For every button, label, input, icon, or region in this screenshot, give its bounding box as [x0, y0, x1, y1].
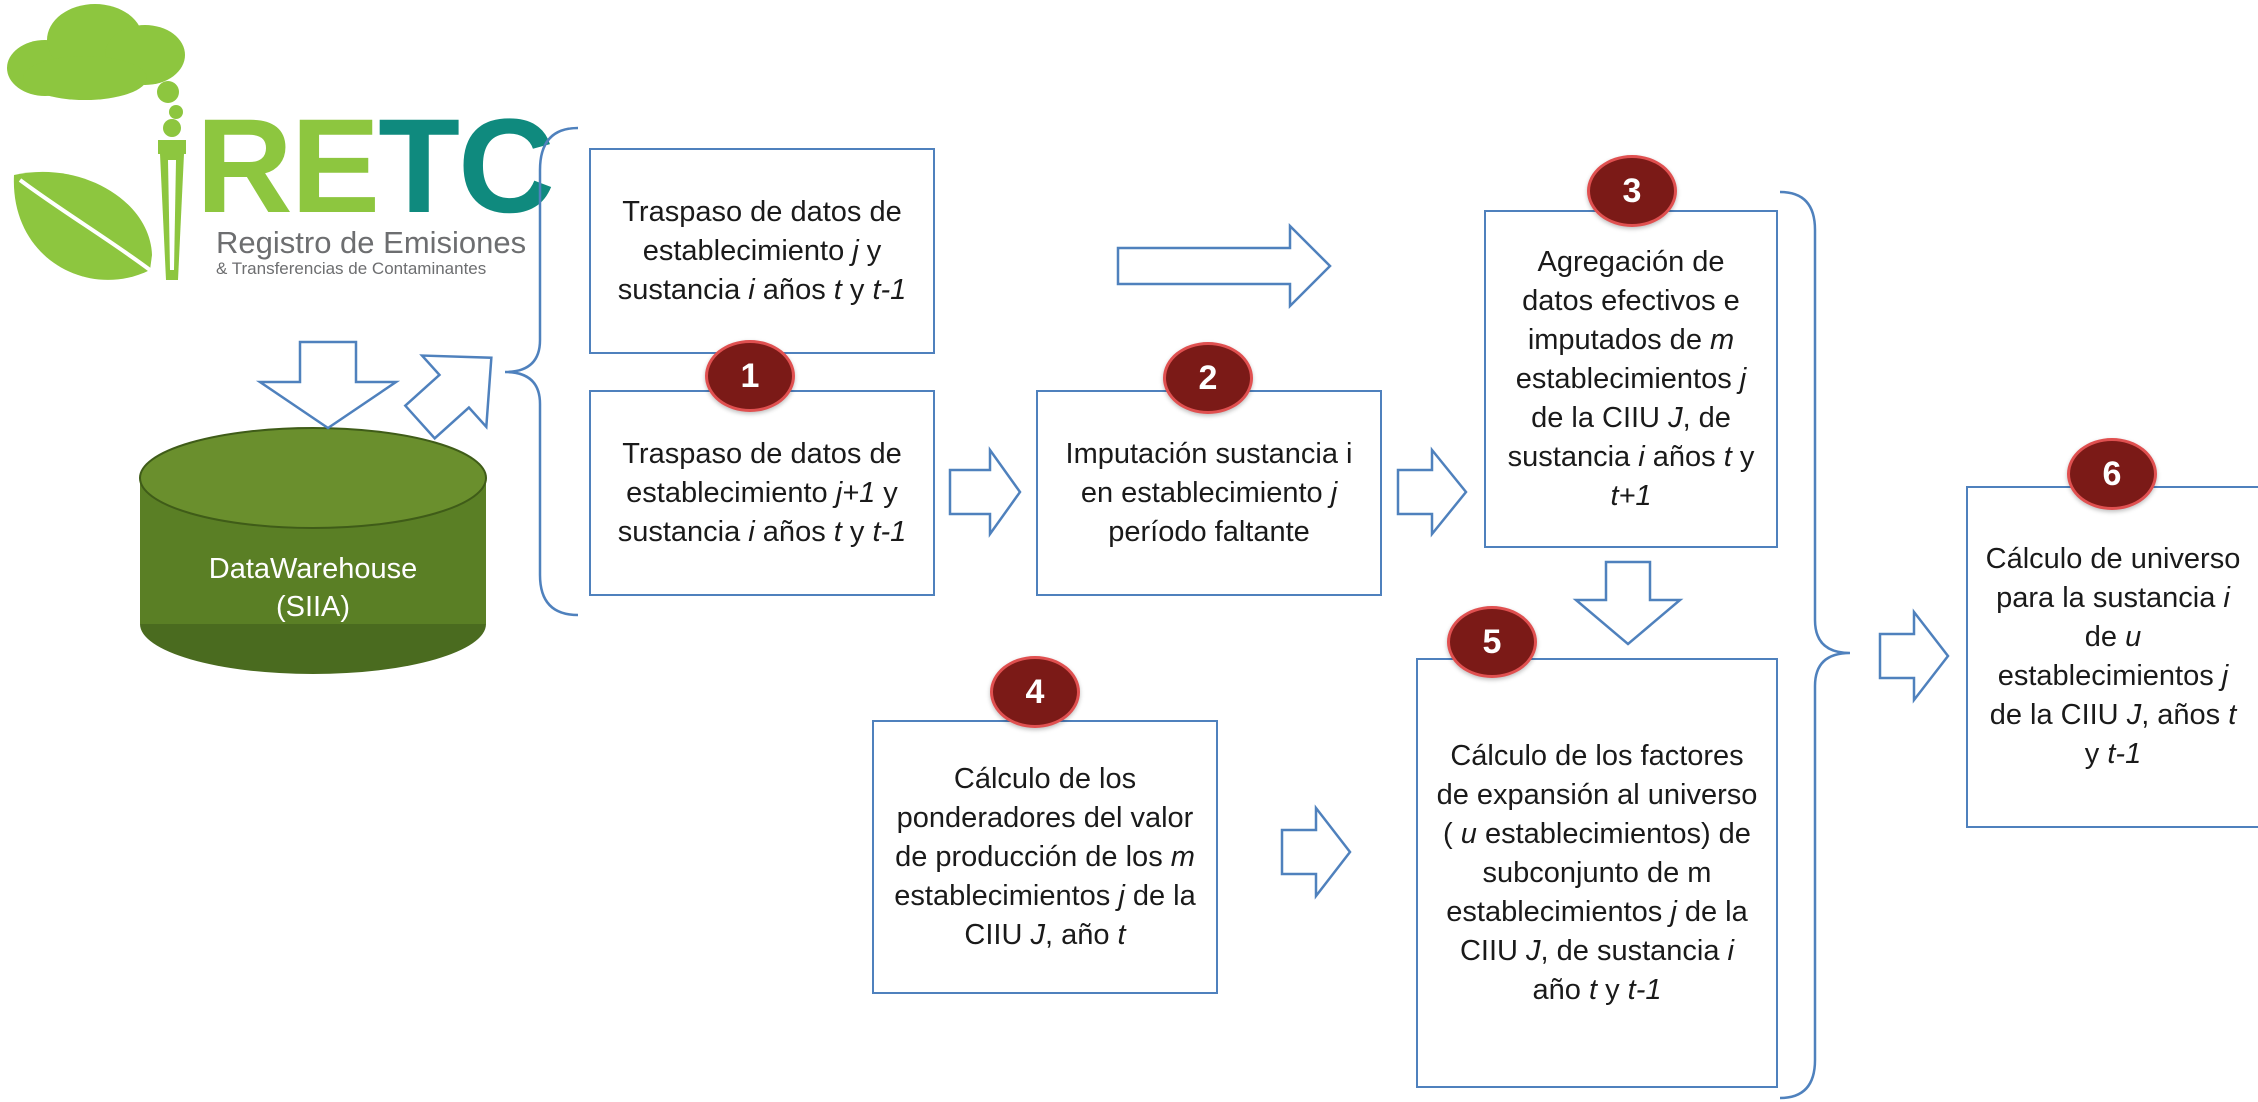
cloud-icon [7, 4, 186, 280]
arrow-down-3-5 [1572, 560, 1684, 646]
logo-letters-tc: TC [378, 92, 555, 241]
step-box-aggregation: Agregación de datos efectivos e imputado… [1484, 210, 1778, 548]
step-box-universe: Cálculo de universo para la sustancia i … [1966, 486, 2258, 828]
step-text-expansion: Cálculo de los factores de expansión al … [1436, 739, 1758, 1006]
step-badge-2: 2 [1163, 342, 1253, 414]
step-text-universe: Cálculo de universo para la sustancia i … [1985, 543, 2241, 770]
arrow-right-4-5 [1280, 804, 1352, 900]
logo-letter-r: R [196, 92, 293, 241]
arrow-right-brace-6 [1878, 608, 1950, 704]
step-badge-5: 5 [1447, 606, 1537, 678]
arrow-diagonal-db-brace [403, 354, 493, 441]
step-badge-3: 3 [1587, 155, 1677, 227]
step-text-imputation: Imputación sustancia i en establecimient… [1065, 437, 1353, 548]
step-text-weights: Cálculo de los ponderadores del valor de… [894, 762, 1196, 951]
step-box-weights: Cálculo de los ponderadores del valor de… [872, 720, 1218, 994]
step-box-transfer-j1: Traspaso de datos de establecimiento j+1… [589, 390, 935, 596]
database-label-line1: DataWarehouse [208, 553, 418, 585]
step-text-aggregation: Agregación de datos efectivos e imputado… [1507, 245, 1755, 512]
brace-left [504, 126, 579, 617]
logo-letter-e: E [290, 92, 380, 241]
step-box-expansion: Cálculo de los factores de expansión al … [1416, 658, 1778, 1088]
step-box-transfer-j: Traspaso de datos de establecimiento j y… [589, 148, 935, 354]
arrow-right-top [1116, 222, 1332, 310]
brace-right [1779, 190, 1851, 1100]
logo-subtitle-line2: & Transferencias de Contaminantes [216, 259, 487, 278]
logo-subtitle-line1: Registro de Emisiones [216, 225, 527, 260]
arrow-down-logo-db [255, 340, 401, 430]
database-label-line2: (SIIA) [275, 591, 351, 623]
arrow-right-1-2 [948, 446, 1022, 538]
step-badge-1: 1 [705, 340, 795, 412]
step-box-imputation: Imputación sustancia i en establecimient… [1036, 390, 1382, 596]
database-icon [139, 427, 487, 674]
arrow-right-2-3 [1396, 446, 1468, 538]
logo-wordmark: RETC [196, 100, 555, 234]
step-badge-4: 4 [990, 656, 1080, 728]
step-badge-6: 6 [2067, 438, 2157, 510]
step-text-transfer-j1: Traspaso de datos de establecimiento j+1… [617, 437, 907, 548]
step-text-transfer-j: Traspaso de datos de establecimiento j y… [617, 195, 907, 306]
database-label: DataWarehouse (SIIA) [140, 550, 486, 626]
